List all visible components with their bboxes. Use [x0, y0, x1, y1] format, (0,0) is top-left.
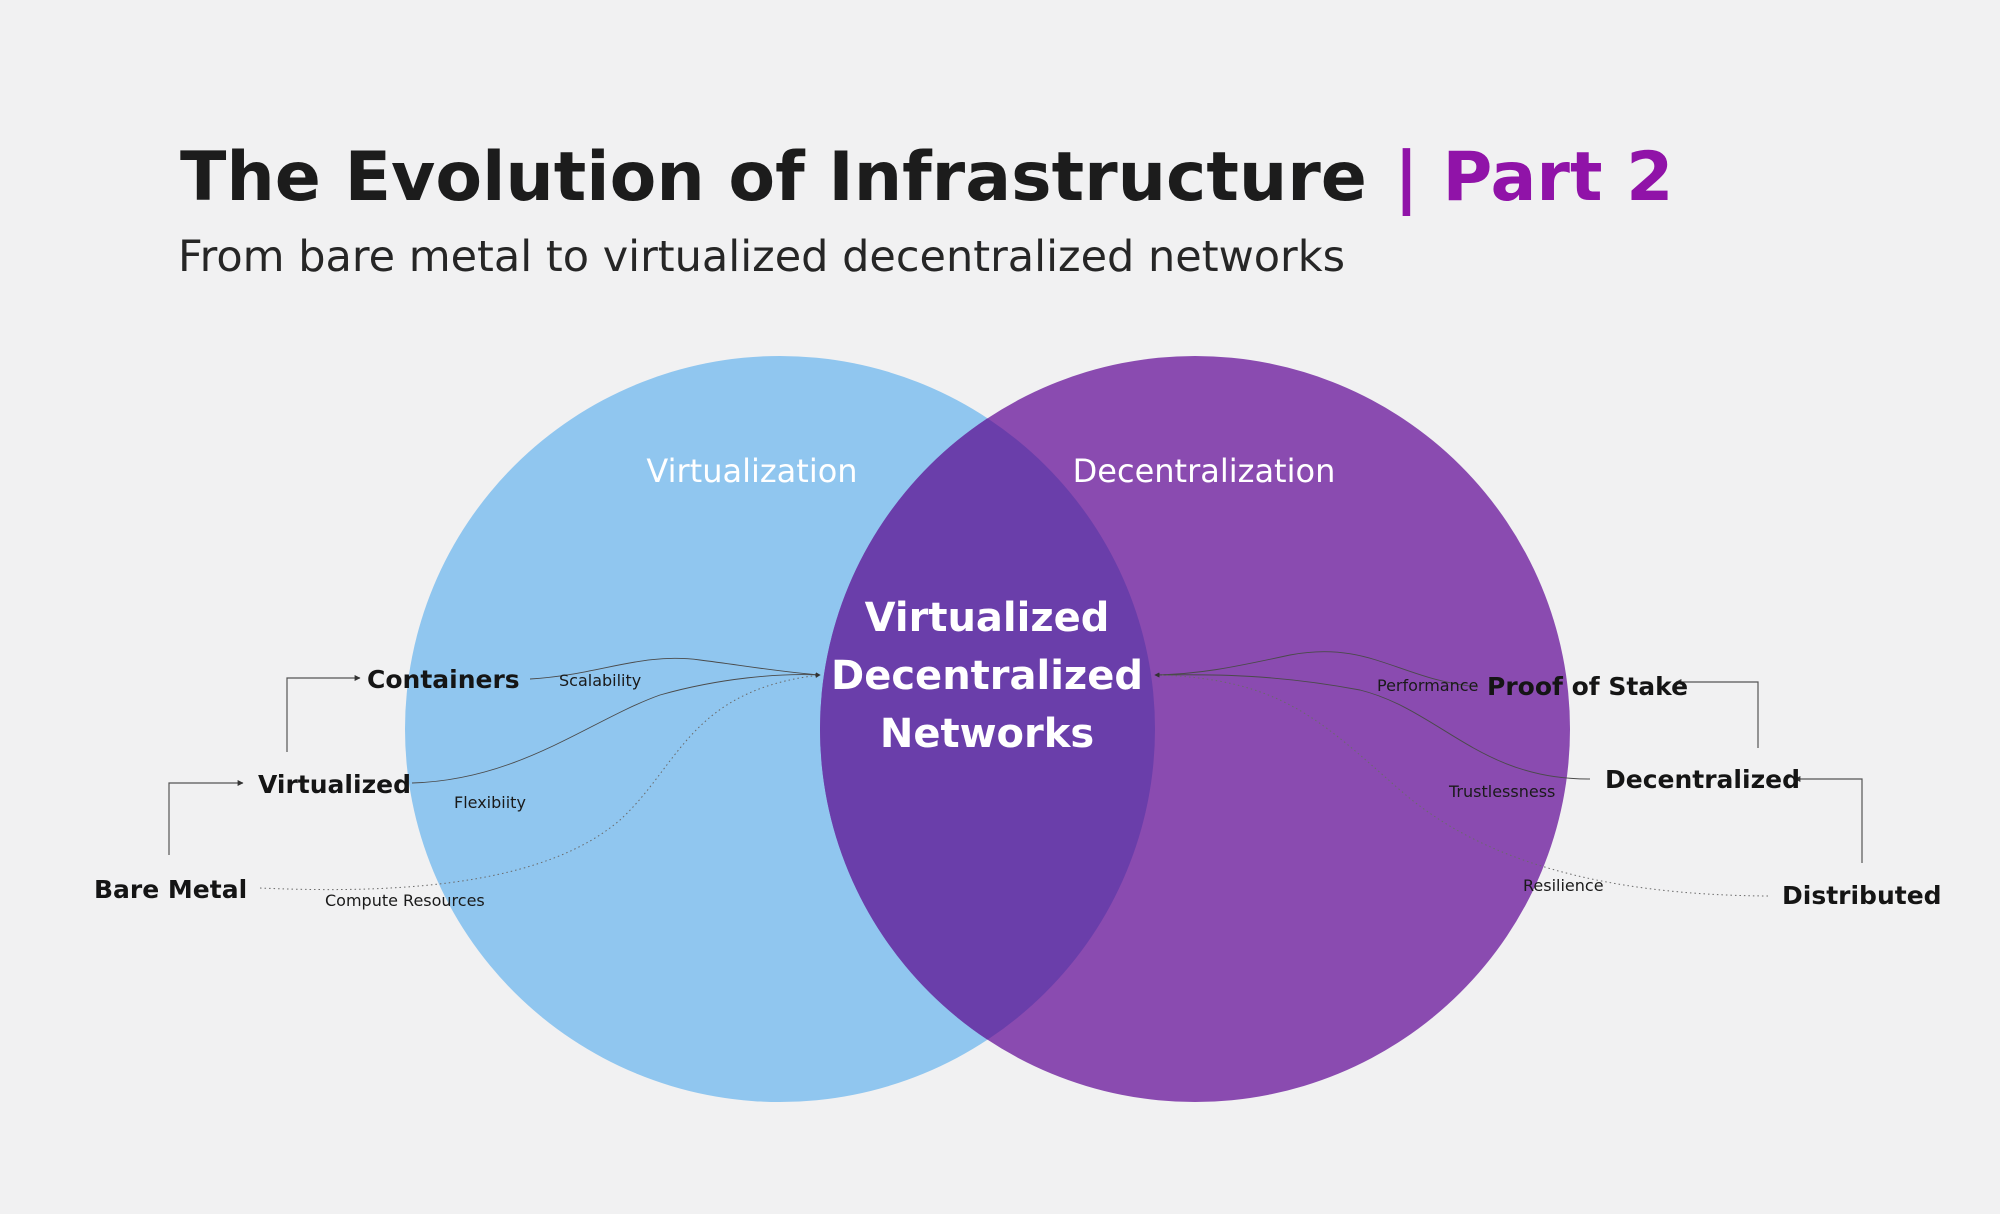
bracket-decentralized-to-pos — [1675, 679, 1759, 748]
edge-label-trustlessness: Trustlessness — [1448, 782, 1555, 801]
connector-bare-metal — [259, 673, 821, 891]
title-main: The Evolution of Infrastructure — [180, 138, 1367, 217]
node-bare-metal: Bare Metal — [94, 875, 247, 904]
intersection-region — [820, 356, 1155, 1102]
edge-label-resilience: Resilience — [1523, 876, 1604, 895]
title-accent: | Part 2 — [1394, 138, 1673, 217]
bracket-distributed-to-decentralized — [1794, 776, 1863, 863]
connector-virtualized — [411, 672, 821, 784]
node-distributed: Distributed — [1782, 881, 1942, 910]
connector-distributed — [1154, 672, 1769, 897]
edge-label-compute-resources: Compute Resources — [325, 891, 485, 910]
intersection-label-line-1: Virtualized — [865, 595, 1110, 641]
connector-containers — [529, 657, 821, 680]
intersection-label-line-3: Networks — [880, 711, 1094, 757]
virtualization-label: Virtualization — [646, 452, 857, 490]
decentralization-label: Decentralization — [1073, 452, 1336, 490]
connector-proof-of-stake — [1154, 651, 1479, 688]
bracket-virtualized-to-containers — [286, 675, 361, 752]
node-proof-of-stake: Proof of Stake — [1487, 672, 1688, 701]
bracket-baremetal-to-virtualized — [168, 780, 244, 855]
page-subtitle: From bare metal to virtualized decentral… — [178, 232, 1345, 282]
page-title: The Evolution of Infrastructure | Part 2 — [180, 138, 1673, 217]
connector-decentralized — [1154, 672, 1591, 780]
node-containers: Containers — [367, 665, 520, 694]
edge-label-flexibility: Flexibiity — [454, 793, 526, 812]
node-decentralized: Decentralized — [1605, 765, 1800, 794]
edge-label-performance: Performance — [1377, 676, 1478, 695]
node-virtualized: Virtualized — [258, 770, 411, 799]
intersection-label-line-2: Decentralized — [831, 653, 1143, 699]
edge-label-scalability: Scalability — [559, 671, 641, 690]
